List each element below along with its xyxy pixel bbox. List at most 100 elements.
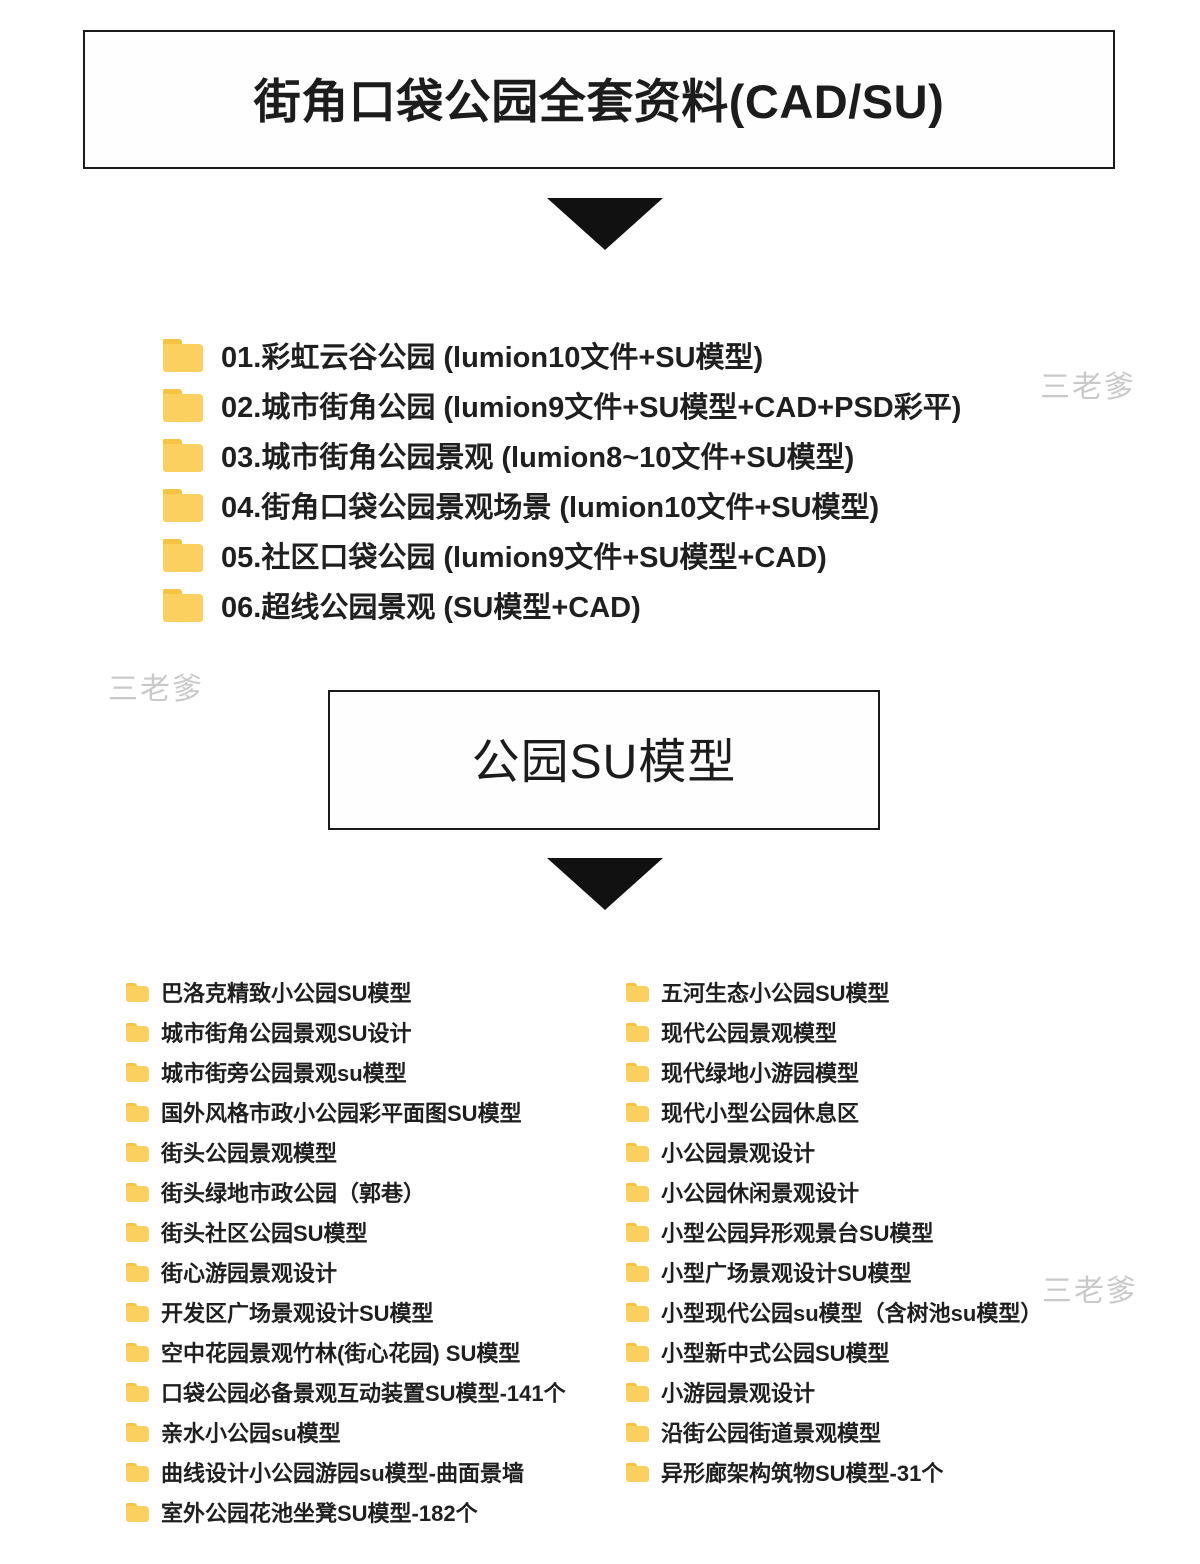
folder-list-item[interactable]: 室外公园花池坐凳SU模型-182个 bbox=[126, 1492, 596, 1532]
folder-label: 五河生态小公园SU模型 bbox=[661, 981, 890, 1006]
folder-icon bbox=[126, 1262, 149, 1282]
folder-list-item[interactable]: 小型新中式公园SU模型 bbox=[626, 1332, 1096, 1372]
folder-icon bbox=[163, 588, 203, 622]
folder-list-item[interactable]: 现代小型公园休息区 bbox=[626, 1092, 1096, 1132]
folder-list-item[interactable]: 城市街旁公园景观su模型 bbox=[126, 1052, 596, 1092]
folder-icon bbox=[626, 1142, 649, 1162]
folder-label: 06.超线公园景观 (SU模型+CAD) bbox=[221, 592, 641, 624]
main-title-box: 街角口袋公园全套资料(CAD/SU) bbox=[83, 30, 1115, 169]
folder-icon bbox=[126, 982, 149, 1002]
folder-label: 小型公园异形观景台SU模型 bbox=[661, 1221, 934, 1246]
folder-list-item[interactable]: 现代绿地小游园模型 bbox=[626, 1052, 1096, 1092]
folder-label: 口袋公园必备景观互动装置SU模型-141个 bbox=[161, 1381, 566, 1406]
section-title: 公园SU模型 bbox=[471, 736, 737, 789]
folder-icon bbox=[163, 388, 203, 422]
arrow-down-icon bbox=[547, 198, 663, 250]
folder-list-item[interactable]: 05.社区口袋公园 (lumion9文件+SU模型+CAD) bbox=[163, 530, 1063, 580]
folder-label: 城市街旁公园景观su模型 bbox=[161, 1061, 407, 1086]
sub-title-box: 公园SU模型 bbox=[328, 690, 880, 830]
folder-icon bbox=[626, 1062, 649, 1082]
folder-icon bbox=[163, 538, 203, 572]
folder-label: 小型现代公园su模型（含树池su模型） bbox=[661, 1301, 1043, 1326]
folder-list-item[interactable]: 空中花园景观竹林(街心花园) SU模型 bbox=[126, 1332, 596, 1372]
folder-icon bbox=[126, 1022, 149, 1042]
folder-list-item[interactable]: 街头绿地市政公园（郭巷） bbox=[126, 1172, 596, 1212]
folder-label: 室外公园花池坐凳SU模型-182个 bbox=[161, 1501, 478, 1526]
folder-label: 现代公园景观模型 bbox=[661, 1021, 838, 1046]
arrow-down-icon bbox=[547, 858, 663, 910]
folder-list-item[interactable]: 国外风格市政小公园彩平面图SU模型 bbox=[126, 1092, 596, 1132]
watermark: 三老爹 bbox=[108, 673, 204, 706]
page-title: 街角口袋公园全套资料(CAD/SU) bbox=[253, 75, 945, 128]
folder-list-item[interactable]: 街头社区公园SU模型 bbox=[126, 1212, 596, 1252]
folder-list-item[interactable]: 02.城市街角公园 (lumion9文件+SU模型+CAD+PSD彩平) bbox=[163, 380, 1063, 430]
folder-list-item[interactable]: 开发区广场景观设计SU模型 bbox=[126, 1292, 596, 1332]
folder-icon bbox=[126, 1222, 149, 1242]
folder-icon bbox=[626, 1422, 649, 1442]
folder-list-item[interactable]: 街心游园景观设计 bbox=[126, 1252, 596, 1292]
folder-list-item[interactable]: 现代公园景观模型 bbox=[626, 1012, 1096, 1052]
watermark: 三老爹 bbox=[1040, 371, 1136, 404]
folder-list-item[interactable]: 异形廊架构筑物SU模型-31个 bbox=[626, 1452, 1096, 1492]
folder-icon bbox=[626, 1382, 649, 1402]
folder-list-item[interactable]: 小公园休闲景观设计 bbox=[626, 1172, 1096, 1212]
folder-label: 空中花园景观竹林(街心花园) SU模型 bbox=[161, 1341, 521, 1366]
folder-list-item[interactable]: 小型公园异形观景台SU模型 bbox=[626, 1212, 1096, 1252]
folder-list-item[interactable]: 街头公园景观模型 bbox=[126, 1132, 596, 1172]
folder-label: 小游园景观设计 bbox=[661, 1381, 816, 1406]
folder-list-item[interactable]: 小型广场景观设计SU模型 bbox=[626, 1252, 1096, 1292]
folder-label: 街头公园景观模型 bbox=[161, 1141, 338, 1166]
folder-list-item[interactable]: 小公园景观设计 bbox=[626, 1132, 1096, 1172]
folder-list-item[interactable]: 沿街公园街道景观模型 bbox=[626, 1412, 1096, 1452]
model-folder-list-right: 五河生态小公园SU模型现代公园景观模型现代绿地小游园模型现代小型公园休息区小公园… bbox=[626, 972, 1096, 1492]
folder-icon bbox=[126, 1142, 149, 1162]
folder-label: 04.街角口袋公园景观场景 (lumion10文件+SU模型) bbox=[221, 492, 880, 524]
folder-label: 05.社区口袋公园 (lumion9文件+SU模型+CAD) bbox=[221, 542, 827, 574]
folder-label: 小型广场景观设计SU模型 bbox=[661, 1261, 912, 1286]
folder-icon bbox=[626, 1222, 649, 1242]
folder-list-item[interactable]: 巴洛克精致小公园SU模型 bbox=[126, 972, 596, 1012]
folder-list-item[interactable]: 口袋公园必备景观互动装置SU模型-141个 bbox=[126, 1372, 596, 1412]
watermark: 三老爹 bbox=[1042, 1275, 1138, 1308]
folder-icon bbox=[626, 1182, 649, 1202]
folder-label: 巴洛克精致小公园SU模型 bbox=[161, 981, 412, 1006]
folder-list-item[interactable]: 亲水小公园su模型 bbox=[126, 1412, 596, 1452]
folder-label: 曲线设计小公园游园su模型-曲面景墙 bbox=[161, 1461, 525, 1486]
folder-label: 街心游园景观设计 bbox=[161, 1261, 338, 1286]
model-folder-columns: 巴洛克精致小公园SU模型城市街角公园景观SU设计城市街旁公园景观su模型国外风格… bbox=[0, 972, 1200, 1564]
folder-label: 街头绿地市政公园（郭巷） bbox=[161, 1181, 426, 1206]
folder-label: 现代绿地小游园模型 bbox=[661, 1061, 860, 1086]
folder-list-item[interactable]: 04.街角口袋公园景观场景 (lumion10文件+SU模型) bbox=[163, 480, 1063, 530]
folder-list-item[interactable]: 01.彩虹云谷公园 (lumion10文件+SU模型) bbox=[163, 330, 1063, 380]
folder-list-item[interactable]: 06.超线公园景观 (SU模型+CAD) bbox=[163, 580, 1063, 630]
top-folder-list: 01.彩虹云谷公园 (lumion10文件+SU模型) 02.城市街角公园 (lu… bbox=[163, 330, 1063, 630]
folder-label: 小型新中式公园SU模型 bbox=[661, 1341, 890, 1366]
folder-icon bbox=[626, 982, 649, 1002]
folder-icon bbox=[626, 1342, 649, 1362]
folder-label: 03.城市街角公园景观 (lumion8~10文件+SU模型) bbox=[221, 442, 855, 474]
folder-icon bbox=[163, 488, 203, 522]
folder-icon bbox=[163, 338, 203, 372]
folder-list-item[interactable]: 五河生态小公园SU模型 bbox=[626, 972, 1096, 1012]
folder-icon bbox=[126, 1302, 149, 1322]
folder-icon bbox=[126, 1462, 149, 1482]
folder-label: 开发区广场景观设计SU模型 bbox=[161, 1301, 434, 1326]
folder-label: 沿街公园街道景观模型 bbox=[661, 1421, 882, 1446]
folder-icon bbox=[626, 1302, 649, 1322]
folder-list-item[interactable]: 03.城市街角公园景观 (lumion8~10文件+SU模型) bbox=[163, 430, 1063, 480]
folder-icon bbox=[126, 1502, 149, 1522]
folder-label: 街头社区公园SU模型 bbox=[161, 1221, 368, 1246]
folder-label: 02.城市街角公园 (lumion9文件+SU模型+CAD+PSD彩平) bbox=[221, 392, 962, 424]
folder-icon bbox=[126, 1342, 149, 1362]
folder-icon bbox=[626, 1022, 649, 1042]
folder-icon bbox=[126, 1102, 149, 1122]
folder-list-item[interactable]: 小型现代公园su模型（含树池su模型） bbox=[626, 1292, 1096, 1332]
folder-icon bbox=[126, 1182, 149, 1202]
model-folder-list-left: 巴洛克精致小公园SU模型城市街角公园景观SU设计城市街旁公园景观su模型国外风格… bbox=[126, 972, 596, 1532]
folder-label: 01.彩虹云谷公园 (lumion10文件+SU模型) bbox=[221, 342, 764, 374]
folder-list-item[interactable]: 城市街角公园景观SU设计 bbox=[126, 1012, 596, 1052]
folder-label: 亲水小公园su模型 bbox=[161, 1421, 341, 1446]
folder-list-item[interactable]: 曲线设计小公园游园su模型-曲面景墙 bbox=[126, 1452, 596, 1492]
folder-icon bbox=[626, 1262, 649, 1282]
folder-list-item[interactable]: 小游园景观设计 bbox=[626, 1372, 1096, 1412]
